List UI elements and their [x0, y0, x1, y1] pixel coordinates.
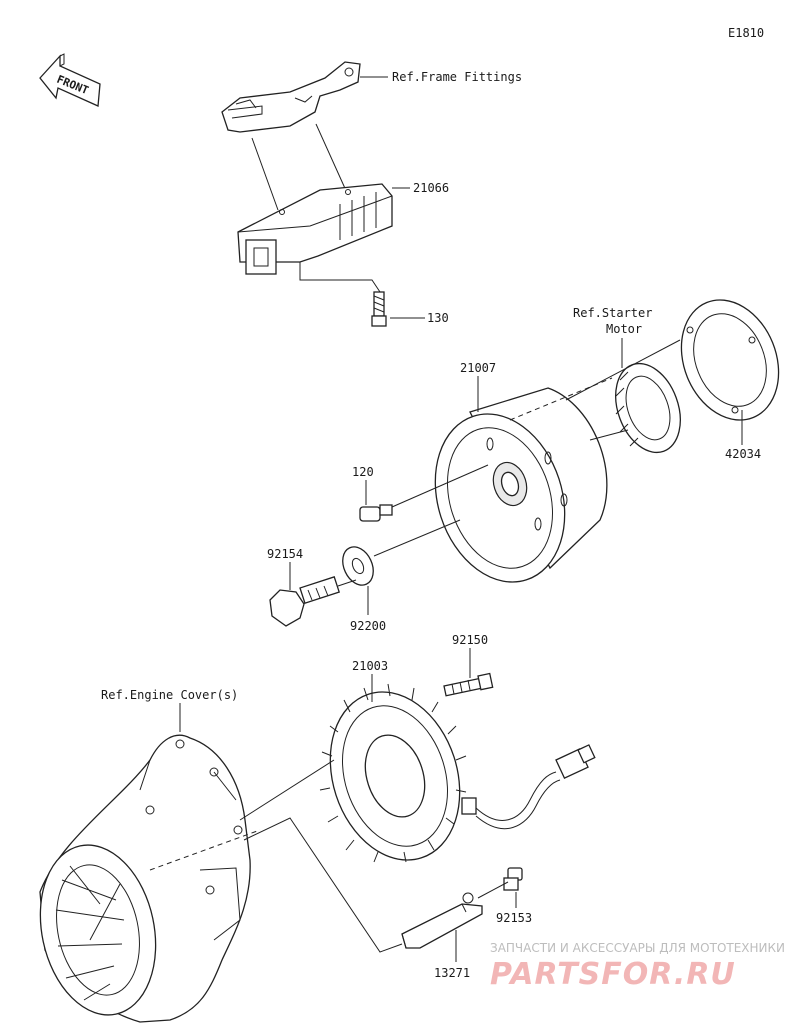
ref-starter-motor-1: Ref.Starter — [573, 306, 652, 320]
part-92154: 92154 — [267, 547, 303, 561]
part-92200: 92200 — [350, 619, 386, 633]
rotor-21007 — [434, 387, 608, 583]
plate-13271 — [401, 892, 483, 949]
wire-harness — [475, 744, 596, 830]
watermark-tagline: ЗАПЧАСТИ И АКСЕССУАРЫ ДЛЯ МОТОТЕХНИКИ — [490, 941, 785, 955]
washer-92200 — [342, 546, 374, 586]
part-92150: 92150 — [452, 633, 488, 647]
part-130: 130 — [427, 311, 449, 325]
stator-21003 — [319, 683, 477, 863]
bolt-120 — [359, 504, 393, 522]
bolt-92154 — [269, 576, 341, 627]
part-92153: 92153 — [496, 911, 532, 925]
part-13271: 13271 — [434, 966, 470, 980]
bolt-92153 — [503, 867, 523, 891]
regulator-21066 — [237, 183, 393, 275]
part-42034: 42034 — [725, 447, 761, 461]
front-arrow-icon: FRONT — [39, 53, 101, 107]
part-21003: 21003 — [352, 659, 388, 673]
starter-clutch — [615, 362, 681, 454]
bolt-92150 — [443, 672, 494, 697]
watermark-brand: PARTSFOR.RU — [490, 957, 736, 992]
part-120: 120 — [352, 465, 374, 479]
ref-engine-covers: Ref.Engine Cover(s) — [101, 688, 238, 702]
diagram-code: E1810 — [728, 26, 764, 40]
bolt-130 — [371, 291, 387, 327]
part-21007: 21007 — [460, 361, 496, 375]
engine-cover — [39, 734, 251, 1023]
ring-42034 — [680, 299, 780, 421]
part-21066: 21066 — [413, 181, 449, 195]
frame-bracket — [221, 61, 361, 133]
ref-starter-motor-2: Motor — [606, 322, 642, 336]
ref-frame-fittings: Ref.Frame Fittings — [392, 70, 522, 84]
